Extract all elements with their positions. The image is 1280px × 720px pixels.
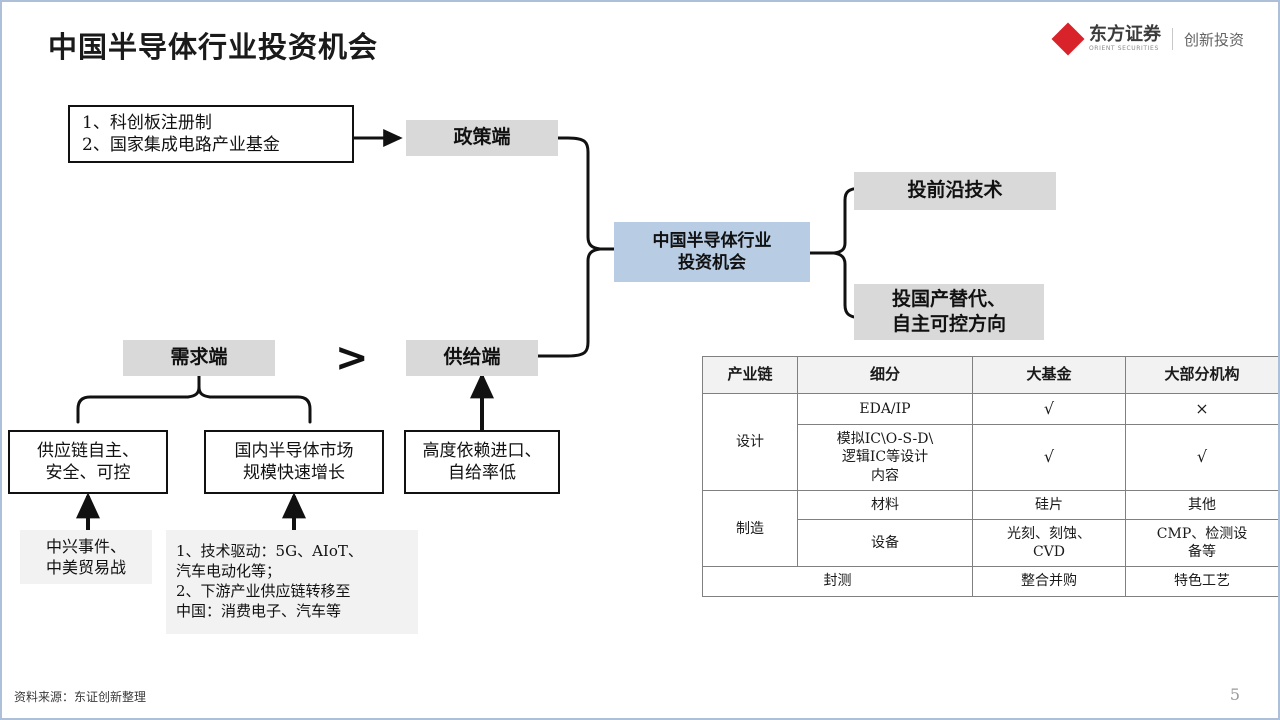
page-number: 5: [1229, 685, 1240, 704]
cell-institutions-eda-ip: ×: [1125, 392, 1278, 426]
cell-institutions-packaging: 特色工艺: [1125, 566, 1278, 597]
table-row: 设备 光刻、刻蚀、 CVD CMP、检测设 备等: [703, 519, 1278, 568]
table-row: 封测 整合并购 特色工艺: [702, 566, 1278, 597]
cell-bigfund-packaging: 整合并购: [972, 566, 1126, 597]
policy-end-node: 政策端: [406, 120, 558, 156]
cell-institutions-materials: 其他: [1125, 489, 1278, 521]
brand-divider: [1171, 28, 1173, 50]
cell-segment-materials: 材料: [797, 489, 973, 521]
demand-note-zte-trade-war: 中兴事件、 中美贸易战: [20, 530, 152, 584]
cell-chain-design: 设计: [702, 392, 798, 491]
branch-domestic-substitution-node: 投国产替代、 自主可控方向: [854, 284, 1044, 340]
cell-chain-manufacturing: 制造: [702, 489, 798, 568]
table-header-row: 产业链 细分 大基金 大部分机构: [702, 356, 1278, 394]
brace-left-to-center: [566, 136, 601, 358]
demand-driver-domestic-market-growth: 国内半导体市场 规模快速增长: [204, 430, 384, 494]
cell-bigfund-ic-design: √: [972, 424, 1126, 491]
header-industry-chain: 产业链: [702, 356, 798, 394]
demand-note-tech-drivers: 1、技术驱动：5G、AIoT、 汽车电动化等； 2、下游产业供应链转移至 中国：…: [166, 530, 418, 634]
industry-chain-matrix: 产业链 细分 大基金 大部分机构 设计 EDA/IP √ × 模拟IC\O-S-…: [702, 356, 1278, 597]
cell-institutions-equipment: CMP、检测设 备等: [1125, 519, 1278, 568]
brand-name-en: ORIENT SECURITIES: [1088, 45, 1159, 52]
source-note: 资料来源：东证创新整理: [14, 690, 147, 704]
supply-end-node: 供给端: [406, 340, 538, 376]
brand-logo: 东方证券 ORIENT SECURITIES 创新投资: [1051, 22, 1244, 56]
header-segment: 细分: [797, 356, 973, 394]
brace-demand-to-drivers: [76, 372, 312, 424]
policy-inputs-box: 1、科创板注册制 2、国家集成电路产业基金: [68, 105, 354, 163]
brand-sub-label: 创新投资: [1183, 30, 1244, 49]
orient-securities-diamond-icon: [1051, 22, 1085, 56]
center-node-investment-opportunity: 中国半导体行业 投资机会: [614, 222, 810, 282]
cell-segment-eda-ip: EDA/IP: [797, 392, 973, 426]
page-title: 中国半导体行业投资机会: [48, 30, 379, 64]
branch-frontier-tech-node: 投前沿技术: [854, 172, 1056, 210]
cell-segment-equipment: 设备: [797, 519, 973, 568]
cell-bigfund-materials: 硅片: [972, 489, 1126, 521]
cell-chain-packaging-testing: 封测: [702, 566, 973, 597]
supply-driver-import-dependence: 高度依赖进口、 自给率低: [404, 430, 560, 494]
demand-driver-supply-chain-autonomy: 供应链自主、 安全、可控: [8, 430, 168, 494]
demand-end-node: 需求端: [123, 340, 275, 376]
table-row: 模拟IC\O-S-D\ 逻辑IC等设计 内容 √ √: [703, 424, 1278, 491]
brand-name-block: 东方证券 ORIENT SECURITIES: [1089, 26, 1161, 52]
cell-bigfund-eda-ip: √: [972, 392, 1126, 426]
header-most-institutions: 大部分机构: [1125, 356, 1278, 394]
cell-institutions-ic-design: √: [1125, 424, 1278, 491]
header-big-fund: 大基金: [972, 356, 1126, 394]
comparator-greater-than: >: [335, 335, 369, 381]
cell-segment-ic-design: 模拟IC\O-S-D\ 逻辑IC等设计 内容: [797, 424, 973, 491]
table-row: 设计 EDA/IP √ ×: [702, 392, 1278, 491]
cell-bigfund-equipment: 光刻、刻蚀、 CVD: [972, 519, 1126, 568]
brand-name-cn: 东方证券: [1088, 24, 1161, 45]
table-row: 制造 材料 硅片 其他: [702, 489, 1278, 568]
